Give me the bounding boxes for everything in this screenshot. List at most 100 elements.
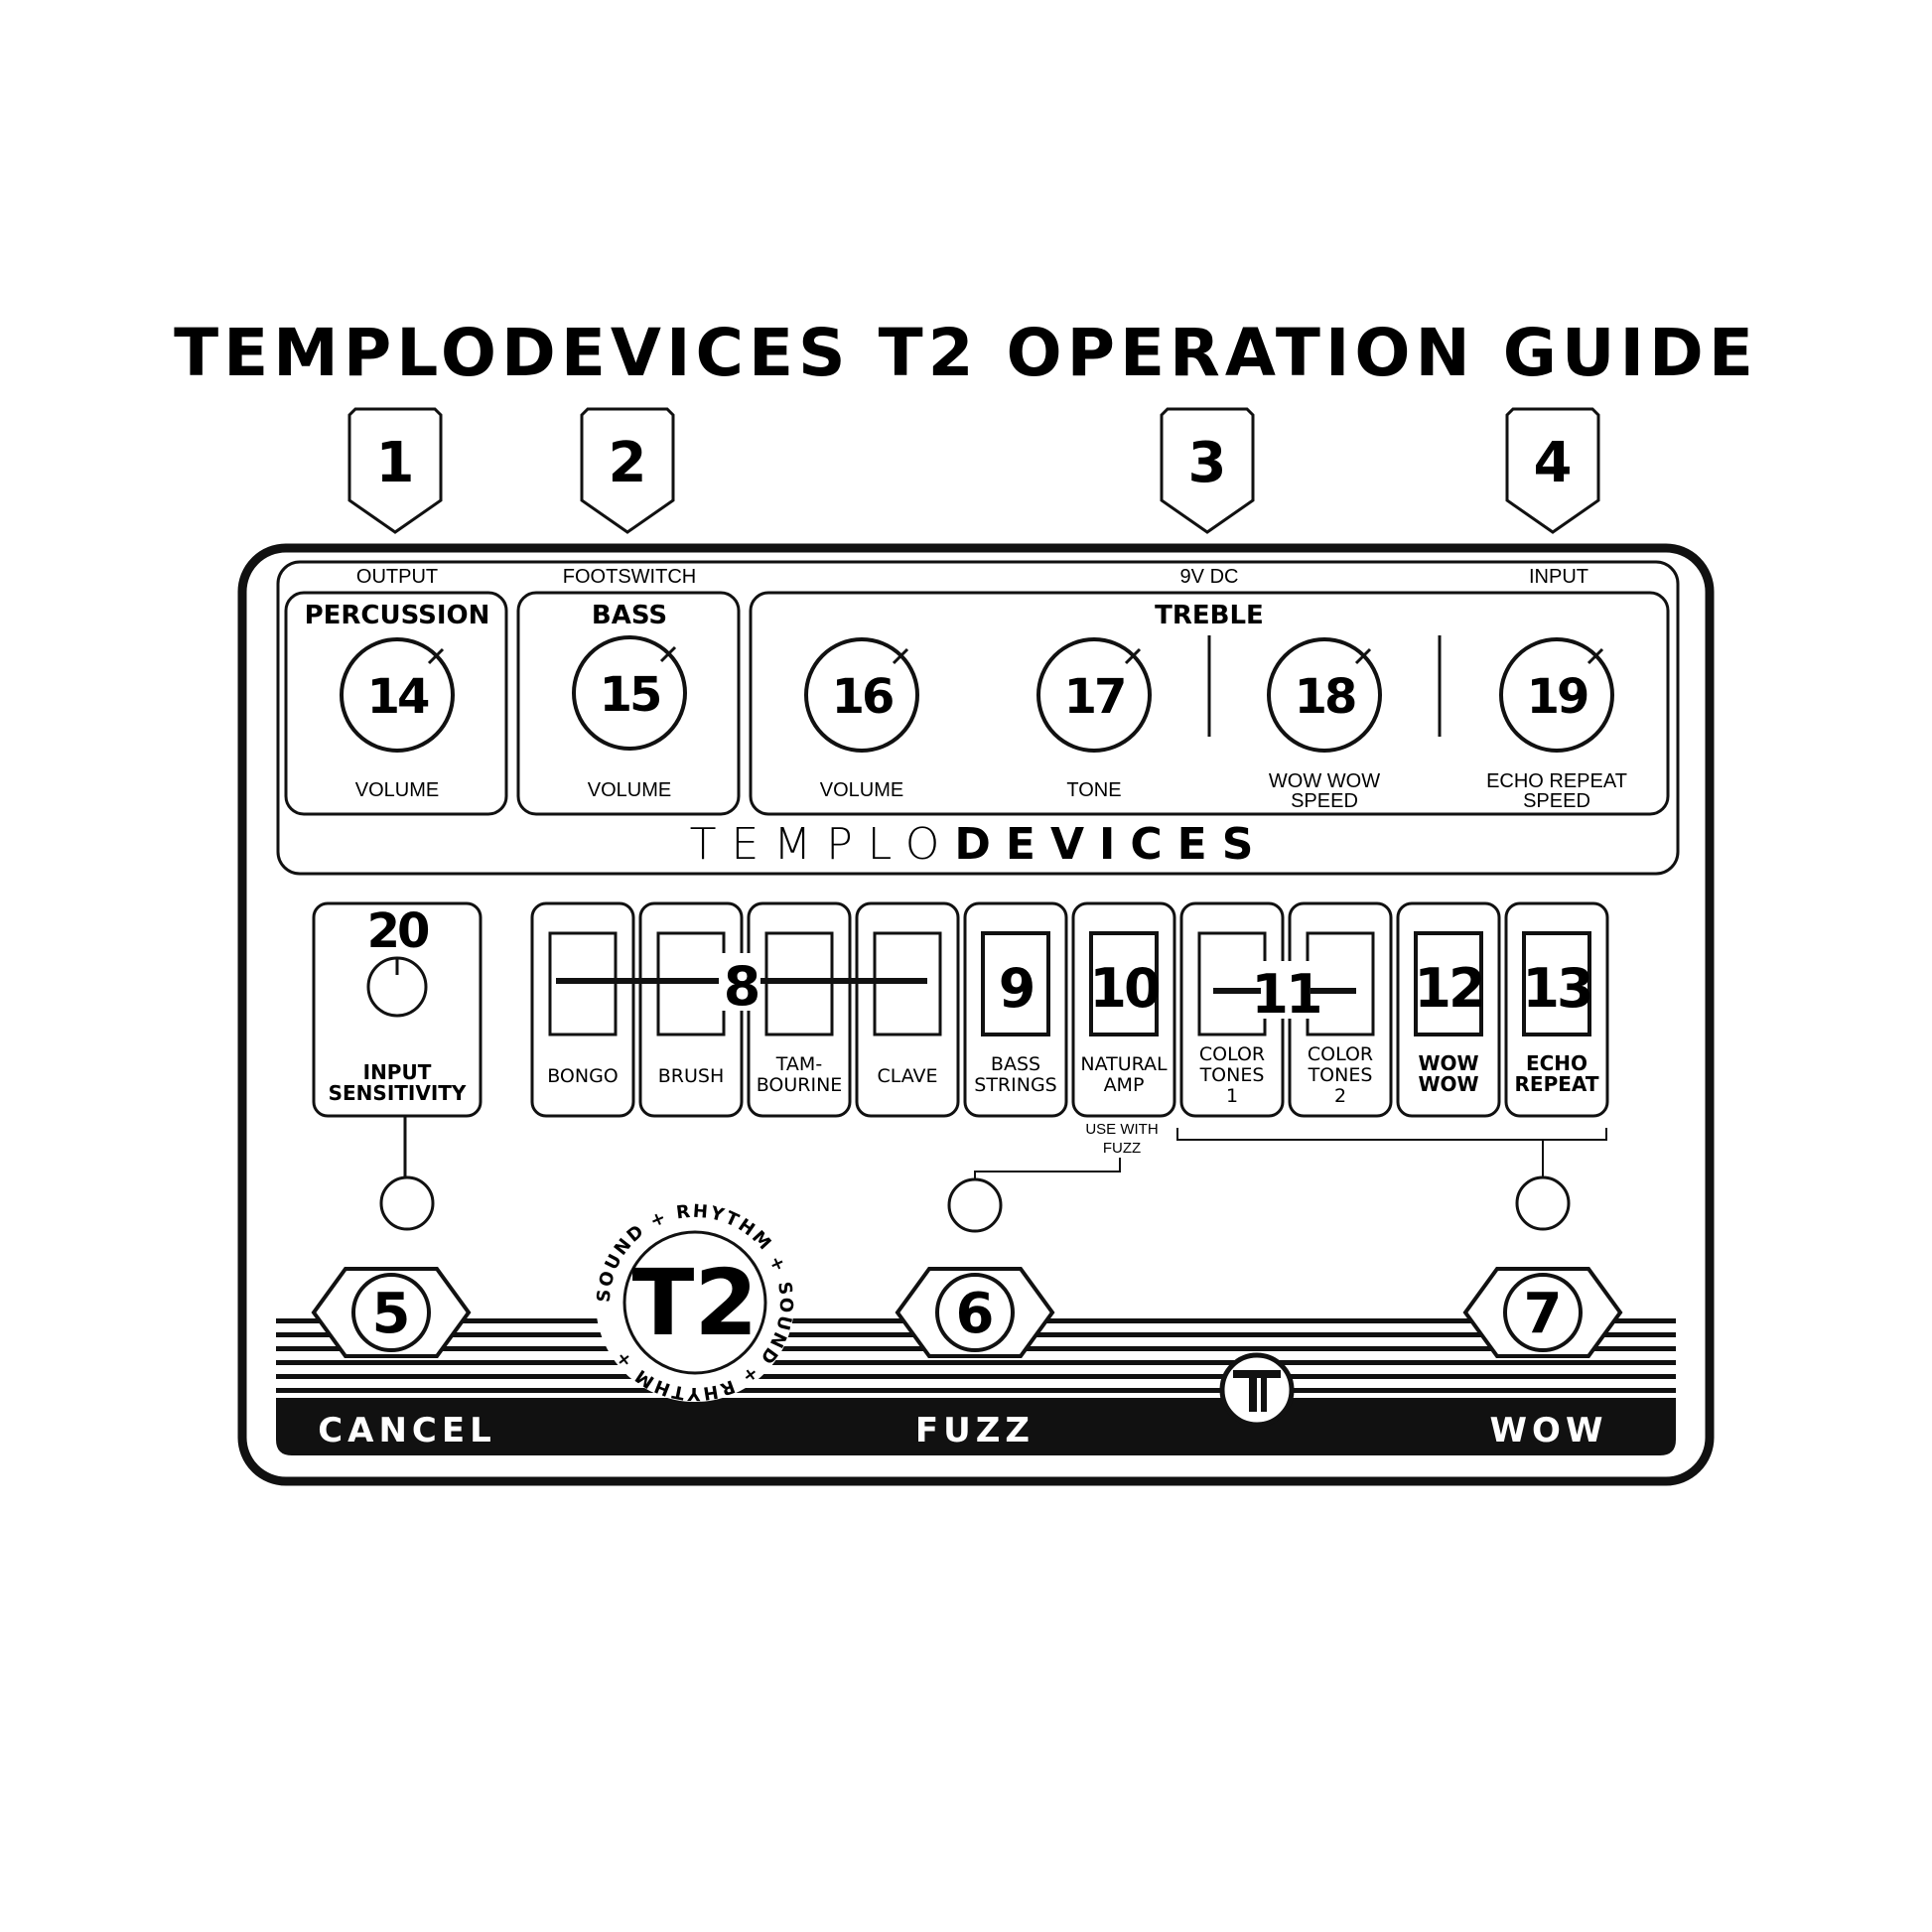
switch-label: 2: [1334, 1085, 1346, 1107]
percussion-title: PERCUSSION: [305, 601, 490, 630]
switch-label: STRINGS: [974, 1074, 1056, 1096]
knob-label: SPEED: [1291, 790, 1358, 812]
callout-3: 3: [1160, 407, 1255, 534]
cancel-led: [379, 1175, 435, 1231]
switch-window: [1089, 931, 1159, 1036]
footswitch-label: FOOTSWITCH: [563, 566, 696, 588]
treble-title: TREBLE: [1155, 601, 1264, 630]
page-title: TEMPLODEVICES T2 OPERATION GUIDE: [174, 315, 1758, 391]
callout-number: 1: [376, 431, 415, 495]
clave-switch[interactable]: CLAVE: [855, 901, 960, 1118]
fuzz-footswitch[interactable]: 6: [895, 1267, 1055, 1358]
switch-label: REPEAT: [1515, 1072, 1599, 1096]
echo-repeat-speed-knob[interactable]: 19: [1499, 637, 1614, 753]
connector-line: [974, 1158, 1121, 1181]
switch-label: TONES: [1308, 1064, 1373, 1086]
group-number-bg: [1261, 961, 1311, 1019]
knob-number: 15: [600, 667, 660, 723]
knob-label: VOLUME: [588, 779, 671, 801]
percussion-section: [284, 591, 508, 816]
knob-label: SPEED: [1523, 790, 1590, 812]
switch-label: TONES: [1199, 1064, 1265, 1086]
switch-number: 13: [1522, 957, 1590, 1020]
switch-label: COLOR: [1199, 1043, 1265, 1065]
tambourine-switch[interactable]: TAM-BOURINE: [747, 901, 852, 1118]
wow-footswitch[interactable]: 7: [1462, 1267, 1623, 1358]
callout-4: 4: [1505, 407, 1600, 534]
treble-section: [749, 591, 1670, 816]
t2-logo: SOUND + RHYTHM + SOUND + RHYTHM + T2: [594, 1201, 795, 1405]
logo-mark: T2: [632, 1250, 759, 1356]
cancel-footswitch[interactable]: 5: [311, 1267, 472, 1358]
wow-wow-speed-knob[interactable]: 18: [1267, 637, 1382, 753]
knob-number: 17: [1064, 669, 1125, 725]
color-tones-group-number: 11: [1251, 963, 1319, 1026]
brand-wordmark: TEMPLODEVICES: [690, 819, 1269, 870]
switch-label: COLOR: [1308, 1043, 1373, 1065]
brand-part-1: TEMPLO: [690, 819, 955, 870]
knob-label: VOLUME: [820, 779, 903, 801]
bass-title: BASS: [592, 601, 667, 630]
percussion-volume-knob[interactable]: 14: [340, 637, 455, 753]
callout-number: 3: [1188, 431, 1227, 495]
switch-label: BRUSH: [658, 1065, 725, 1087]
knob-label: ECHO REPEAT: [1486, 770, 1627, 792]
bass-volume-knob[interactable]: 15: [572, 635, 687, 751]
cancel-label: CANCEL: [318, 1411, 496, 1450]
brand-part-2: DEVICES: [954, 819, 1268, 870]
switch-label: NATURAL: [1080, 1053, 1168, 1075]
note-text: USE WITH: [1085, 1121, 1158, 1138]
callout-number: 4: [1534, 431, 1573, 495]
switch-label: BONGO: [547, 1065, 619, 1087]
dc-label: 9V DC: [1180, 566, 1239, 588]
switch-label: BASS: [991, 1053, 1040, 1075]
switch-label: WOW: [1418, 1051, 1478, 1075]
brand-t-icon: [1219, 1352, 1295, 1428]
knob-number: 16: [832, 669, 893, 725]
bass-section: [516, 591, 741, 816]
switch-window: [981, 931, 1050, 1036]
footswitch-number: 6: [956, 1282, 995, 1346]
output-label: OUTPUT: [356, 566, 438, 588]
callout-1: 1: [347, 407, 443, 534]
percussion-group-number: 8: [724, 955, 759, 1018]
switch-label: WOW: [1418, 1072, 1478, 1096]
callout-number: 2: [609, 431, 647, 495]
knob-number: 19: [1527, 669, 1587, 725]
switch-number: 10: [1089, 957, 1159, 1020]
note-text: FUZZ: [1103, 1140, 1141, 1157]
fuzz-label: FUZZ: [915, 1411, 1035, 1450]
knob-label: TONE: [1066, 779, 1121, 801]
sensitivity-label: SENSITIVITY: [329, 1081, 467, 1105]
switch-window: [1414, 931, 1483, 1036]
fuzz-led: [947, 1177, 1003, 1233]
switch-label: TAM-: [775, 1053, 822, 1075]
input-sensitivity-knob[interactable]: [366, 956, 428, 1018]
treble-volume-knob[interactable]: 16: [804, 637, 919, 753]
knob-number: 14: [367, 669, 429, 725]
switch-window: [1522, 931, 1591, 1036]
switch-number: 9: [999, 957, 1034, 1020]
sensitivity-label: INPUT: [363, 1060, 432, 1084]
switch-label: AMP: [1104, 1074, 1145, 1096]
group-number-bg: [719, 953, 760, 1011]
switch-label: ECHO: [1526, 1051, 1587, 1075]
switch-label: 1: [1226, 1085, 1238, 1107]
treble-tone-knob[interactable]: 17: [1036, 637, 1152, 753]
callout-2: 2: [580, 407, 675, 534]
sensitivity-number: 20: [367, 903, 429, 959]
bongo-switch[interactable]: BONGO: [530, 901, 635, 1118]
wow-led: [1515, 1175, 1571, 1231]
knob-number: 18: [1295, 669, 1355, 725]
bracket-line: [1176, 1128, 1607, 1141]
switch-label: CLAVE: [877, 1065, 937, 1087]
switch-label: BOURINE: [757, 1074, 843, 1096]
